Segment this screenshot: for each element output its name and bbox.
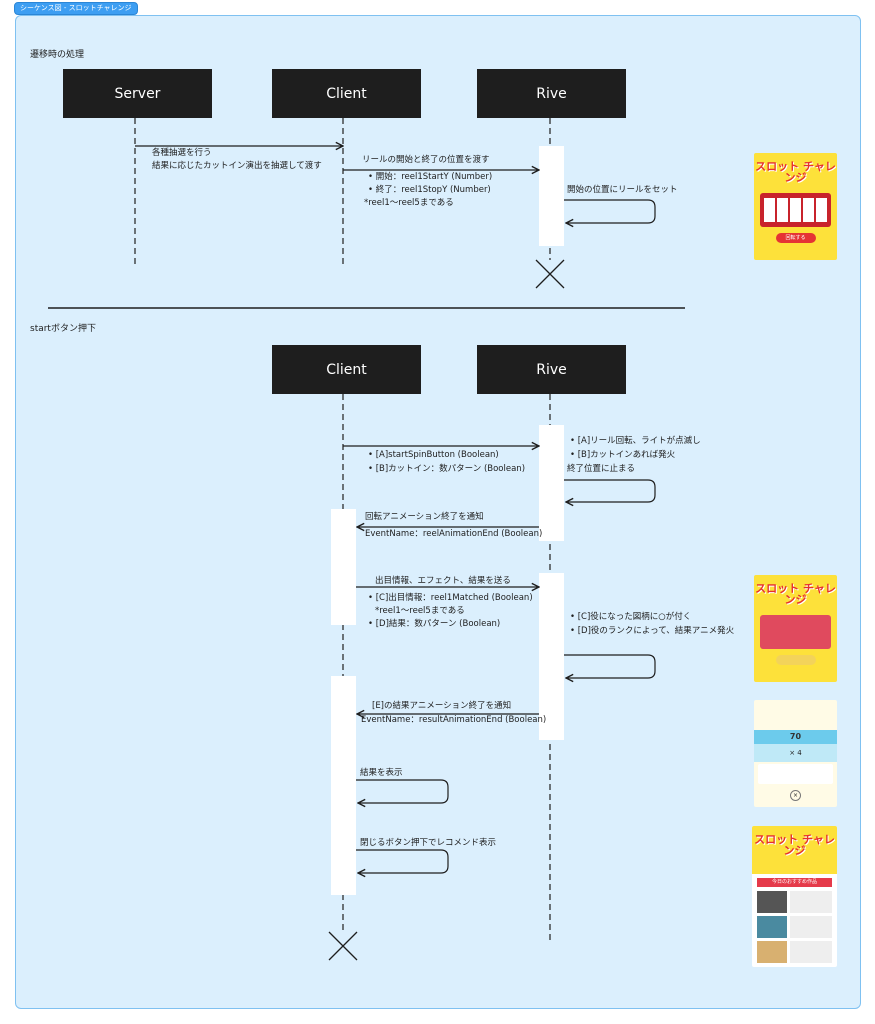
self-loop-show-result [356, 779, 449, 803]
bullet-text: [C]出目情報：reel1Matched (Boolean) [375, 593, 533, 603]
spin-button-disabled [775, 655, 816, 665]
self-msg-stop: 終了位置に止まる [567, 464, 636, 474]
bullet-cutin: • [B]カットイン：数パターン (Boolean) [368, 464, 526, 474]
rive-note-c: • [C]役になった図柄に○が付く [570, 612, 692, 622]
rive-activation-2 [539, 573, 564, 740]
bullet-text: [B]カットインあれば発火 [577, 450, 676, 460]
frame-title-tag: シーケンス図 - スロットチャレンジ [14, 2, 138, 15]
actor-rive-2: Rive [477, 345, 626, 394]
slot-logo: スロット チャレンジ [754, 833, 835, 857]
msg-send-result: 出目情報、エフェクト、結果を送る [375, 576, 511, 586]
rive-note-b: • [B]カットインあれば発火 [570, 450, 676, 460]
self-loop-recommend [356, 849, 449, 873]
result-count: × 4 [754, 744, 837, 762]
bullet-start-y: • 開始：reel1StartY (Number) [368, 172, 493, 182]
ret-reel-end-event: EventName：reelAnimationEnd (Boolean) [365, 529, 543, 539]
client-activation-2 [331, 676, 356, 895]
slot-logo: スロット チャレンジ [755, 160, 836, 184]
bullet-text: [D]役のランクによって、結果アニメ発火 [577, 626, 735, 636]
actor-client-2: Client [272, 345, 421, 394]
screenshot-recommend: スロット チャレンジ 今日のおすすめ作品 [752, 826, 837, 967]
client-activation-1 [331, 509, 356, 625]
slot-reels [760, 193, 831, 227]
rive-note-a: • [A]リール回転、ライトが点滅し [570, 436, 701, 446]
recommend-item [757, 941, 832, 963]
self-msg-recommend: 閉じるボタン押下でレコメンド表示 [360, 838, 497, 848]
destroy-x-client [328, 931, 358, 961]
self-msg-set-reel: 開始の位置にリールをセット [567, 185, 678, 195]
recommend-item [757, 916, 832, 938]
bullet-text: [A]startSpinButton (Boolean) [375, 450, 499, 460]
self-msg-show-result: 結果を表示 [360, 768, 403, 778]
section-title-transition: 遷移時の処理 [30, 50, 85, 60]
note-reel-range: *reel1〜reel5まである [364, 198, 454, 208]
msg-lottery-detail: 結果に応じたカットイン演出を抽選して渡す [152, 161, 322, 171]
bullet-result: • [D]結果：数パターン (Boolean) [368, 619, 501, 629]
screenshot-slot-initial: スロット チャレンジ 回転する [754, 153, 837, 260]
self-loop-rive-stop [564, 479, 656, 502]
bullet-text: [D]結果：数パターン (Boolean) [375, 619, 501, 629]
result-card [758, 764, 833, 784]
actor-client: Client [272, 69, 421, 118]
bullet-text: [A]リール回転、ライトが点滅し [577, 436, 701, 446]
rive-activation-1 [539, 425, 564, 541]
actor-rive: Rive [477, 69, 626, 118]
slot-reels [760, 615, 831, 649]
self-loop-rive-set [564, 199, 656, 223]
bullet-text: [C]役になった図柄に○が付く [577, 612, 692, 622]
note-reel-range-2: *reel1〜reel5まである [375, 606, 465, 616]
ret-reel-end-label: 回転アニメーション終了を通知 [365, 512, 484, 522]
ret-result-end-label: [E]の結果アニメーション終了を通知 [372, 701, 512, 711]
ret-result-end-event: EventName：resultAnimationEnd (Boolean) [361, 715, 547, 725]
bullet-text: 開始：reel1StartY (Number) [375, 172, 493, 182]
rive-note-d: • [D]役のランクによって、結果アニメ発火 [570, 626, 735, 636]
section-title-start: startボタン押下 [30, 324, 96, 334]
slot-logo: スロット チャレンジ [755, 582, 836, 606]
bullet-stop-y: • 終了：reel1StopY (Number) [368, 185, 491, 195]
close-icon: × [790, 790, 801, 801]
bullet-matched: • [C]出目情報：reel1Matched (Boolean) [368, 593, 533, 603]
result-points: 70 [754, 730, 837, 744]
recommend-title: 今日のおすすめ作品 [757, 878, 832, 887]
msg-reel-position: リールの開始と終了の位置を渡す [362, 155, 490, 165]
screenshot-result-modal: 70 × 4 × [754, 700, 837, 807]
recommend-item [757, 891, 832, 913]
sequence-frame [15, 15, 861, 1009]
screenshot-slot-result: スロット チャレンジ [754, 575, 837, 682]
destroy-x-rive [535, 259, 565, 289]
rive-activation [539, 146, 564, 246]
spin-button: 回転する [775, 233, 816, 243]
bullet-text: [B]カットイン：数パターン (Boolean) [375, 464, 526, 474]
self-loop-rive-result [564, 654, 656, 678]
actor-server: Server [63, 69, 212, 118]
bullet-start-spin: • [A]startSpinButton (Boolean) [368, 450, 499, 460]
bullet-text: 終了：reel1StopY (Number) [375, 185, 491, 195]
msg-lottery: 各種抽選を行う [152, 148, 212, 158]
